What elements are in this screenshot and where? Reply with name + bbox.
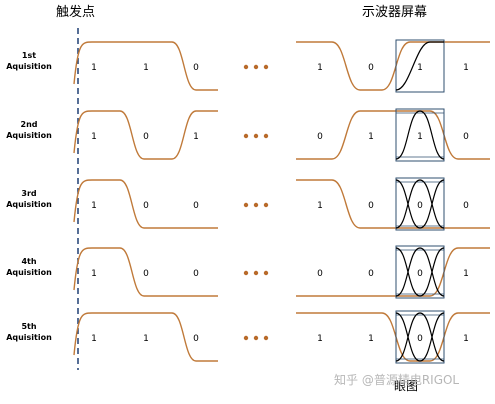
eye-trace [395, 110, 445, 160]
left-bit-value: 0 [193, 269, 199, 279]
eye-trace [395, 247, 445, 297]
row-label-word: Aquisition [6, 268, 52, 277]
right-bit-value: 1 [463, 334, 469, 344]
right-bit-value: 1 [463, 63, 469, 73]
ellipsis-dot [263, 270, 269, 276]
right-bit-value: 0 [368, 201, 374, 211]
eye-trace [395, 312, 445, 362]
eye-diagram-caption: 眼图 [394, 379, 418, 393]
watermark: 知乎 @普源精电RIGOL [334, 373, 459, 387]
right-bit-value: 0 [368, 63, 374, 73]
scope-window [395, 39, 445, 93]
ellipsis-dot [253, 335, 259, 341]
ellipsis-dot [263, 133, 269, 139]
row-label-ordinal: 1st [22, 51, 36, 60]
right-waveform [296, 247, 490, 297]
ellipsis-dot [243, 202, 249, 208]
ellipsis-dot [253, 133, 259, 139]
right-bit-value: 0 [317, 269, 323, 279]
right-bit-value: 1 [317, 334, 323, 344]
eye-trace [395, 312, 445, 362]
left-bit-value: 0 [143, 269, 149, 279]
right-bit-value: 0 [368, 269, 374, 279]
ellipsis-dot [263, 335, 269, 341]
left-waveform [73, 247, 218, 297]
row-label-word: Aquisition [6, 131, 52, 140]
right-bit-value: 0 [417, 269, 423, 279]
right-bit-value: 1 [317, 63, 323, 73]
row-label-word: Aquisition [6, 333, 52, 342]
right-bit-value: 0 [417, 334, 423, 344]
row-label-word: Aquisition [6, 200, 52, 209]
row-label-word: Aquisition [6, 62, 52, 71]
left-bit-value: 1 [91, 269, 97, 279]
right-bit-value: 0 [417, 201, 423, 211]
left-waveform [73, 179, 218, 229]
eye-trace [395, 41, 444, 91]
left-waveform [73, 312, 218, 362]
left-bit-value: 1 [91, 132, 97, 142]
scope-window [395, 108, 445, 162]
ellipsis-dot [253, 64, 259, 70]
scope-window [395, 177, 445, 231]
row-label-ordinal: 4th [21, 257, 36, 266]
left-bit-value: 0 [143, 132, 149, 142]
ellipsis-dot [253, 202, 259, 208]
left-bit-value: 1 [91, 63, 97, 73]
ellipsis-dot [253, 270, 259, 276]
left-bit-value: 1 [91, 334, 97, 344]
eye-trace [395, 179, 445, 229]
left-bit-value: 1 [143, 63, 149, 73]
left-waveform [73, 41, 218, 91]
ellipsis-dot [243, 133, 249, 139]
row-label-ordinal: 3rd [21, 189, 37, 198]
right-bit-value: 1 [417, 63, 423, 73]
right-bit-value: 1 [463, 269, 469, 279]
right-bit-value: 0 [463, 132, 469, 142]
left-bit-value: 1 [91, 201, 97, 211]
right-bit-value: 0 [463, 201, 469, 211]
left-bit-value: 0 [193, 201, 199, 211]
left-bit-value: 1 [193, 132, 199, 142]
right-bit-value: 1 [368, 132, 374, 142]
ellipsis-dot [243, 64, 249, 70]
right-bit-value: 0 [317, 132, 323, 142]
left-bit-value: 0 [193, 63, 199, 73]
right-bit-value: 1 [368, 334, 374, 344]
ellipsis-dot [243, 335, 249, 341]
right-bit-value: 1 [317, 201, 323, 211]
ellipsis-dot [263, 202, 269, 208]
ellipsis-dot [263, 64, 269, 70]
right-waveform [296, 110, 490, 160]
row-label-ordinal: 5th [21, 322, 36, 331]
trigger-point-title: 触发点 [56, 4, 95, 20]
right-waveform [296, 312, 490, 362]
right-bit-value: 1 [417, 132, 423, 142]
row-label-ordinal: 2nd [21, 120, 38, 129]
eye-trace [395, 179, 445, 229]
left-waveform [73, 110, 218, 160]
right-waveform [296, 179, 490, 229]
scope-screen-title: 示波器屏幕 [362, 5, 427, 20]
ellipsis-dot [243, 270, 249, 276]
eye-trace [395, 247, 445, 297]
scope-window [395, 245, 445, 299]
left-bit-value: 0 [193, 334, 199, 344]
left-bit-value: 0 [143, 201, 149, 211]
right-waveform [296, 41, 490, 91]
left-bit-value: 1 [143, 334, 149, 344]
scope-window [395, 310, 445, 364]
